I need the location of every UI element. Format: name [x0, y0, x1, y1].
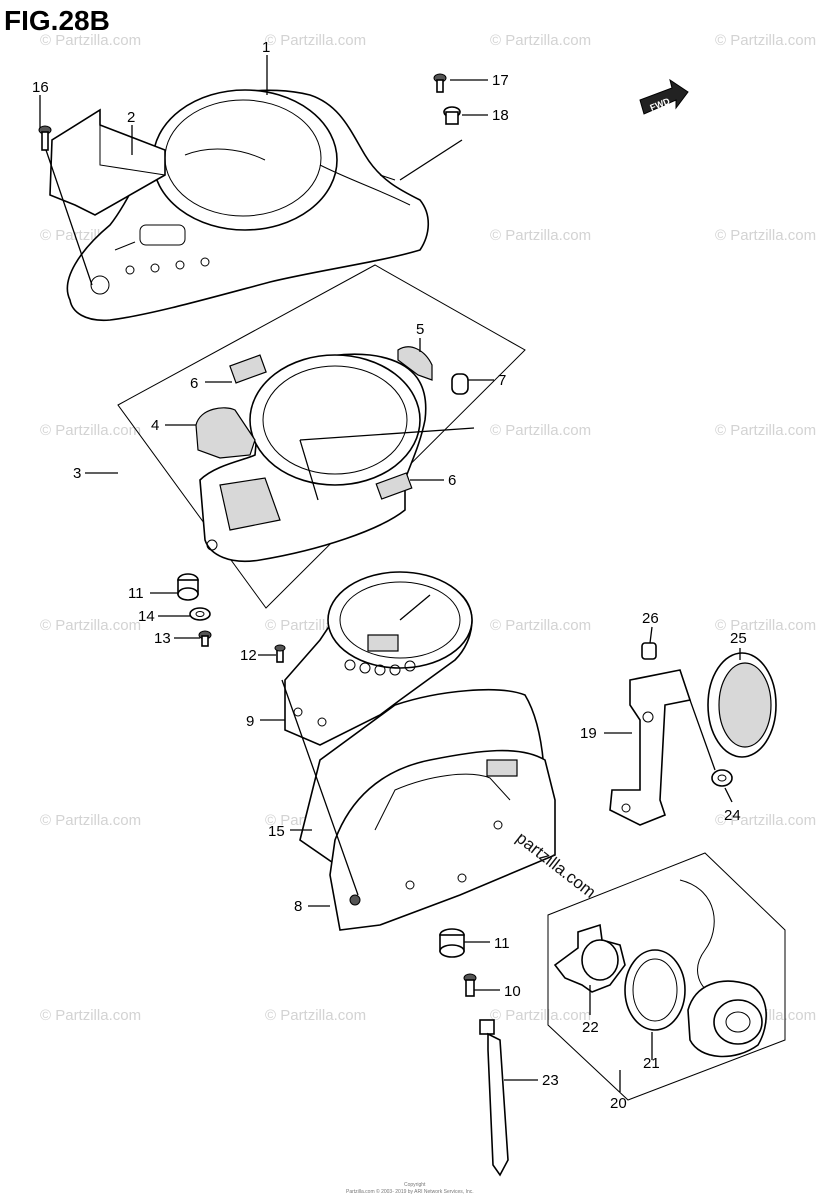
- callout-22: 22: [582, 1019, 599, 1036]
- part-21-seal: [624, 949, 686, 1031]
- part-5-clip: [397, 346, 433, 381]
- callout-13: 13: [154, 630, 171, 647]
- part-25-reflector: [707, 652, 777, 758]
- callouts: 1 2 3 4 5 6 6 7 8 9 10 11 11 12 13 14 15…: [32, 39, 747, 1112]
- callout-6b: 6: [448, 472, 456, 489]
- part-9-speedometer: [284, 571, 473, 746]
- part-26-nut: [641, 642, 657, 660]
- callout-7: 7: [498, 372, 506, 389]
- callout-6a: 6: [190, 375, 198, 392]
- part-19-bracket: [609, 669, 692, 826]
- part-18-collar: [443, 106, 461, 125]
- part-20-sensor: [679, 879, 767, 1058]
- leader-lines: [39, 55, 741, 1092]
- callout-14: 14: [138, 608, 155, 625]
- watermark: © Partzilla.com: [715, 227, 816, 244]
- callout-11b: 11: [494, 935, 510, 952]
- part-11-grommet-lower: [439, 928, 465, 958]
- assembly-box-20: [547, 852, 786, 1101]
- callout-16: 16: [32, 79, 49, 96]
- watermark: © Partzilla.com: [40, 1007, 141, 1024]
- copyright-line-2: Partzilla.com © 2003- 2019 by ARI Networ…: [346, 1188, 474, 1195]
- callout-9: 9: [246, 713, 254, 730]
- callout-21: 21: [643, 1055, 660, 1072]
- callout-23: 23: [542, 1072, 559, 1089]
- part-6-pad-b: [375, 472, 413, 500]
- part-24-clamp: [711, 769, 733, 787]
- part-23-cable-tie: [479, 1019, 509, 1177]
- watermark: © Partzilla.com: [490, 617, 591, 634]
- watermark: © Partzilla.com: [490, 227, 591, 244]
- callout-15: 15: [268, 823, 285, 840]
- callout-19: 19: [580, 725, 597, 742]
- callout-17: 17: [492, 72, 509, 89]
- part-13-screw: [198, 630, 212, 647]
- watermark: © Partzilla.com: [715, 32, 816, 49]
- callout-4: 4: [151, 417, 159, 434]
- part-7-plug: [451, 373, 469, 395]
- callout-26: 26: [642, 610, 659, 627]
- callout-11a: 11: [128, 585, 144, 602]
- callout-18: 18: [492, 107, 509, 124]
- part-16-screw: [38, 125, 52, 151]
- callout-20: 20: [610, 1095, 627, 1112]
- watermark: © Partzilla.com: [715, 812, 816, 829]
- part-14-washer: [189, 607, 211, 621]
- figure-title: FIG.28B: [4, 5, 110, 36]
- callout-10: 10: [504, 983, 521, 1000]
- watermark: © Partzilla.com: [490, 32, 591, 49]
- watermark: © Partzilla.com: [490, 422, 591, 439]
- watermark: © Partzilla.com: [40, 422, 141, 439]
- fwd-arrow-icon: FWD: [639, 78, 689, 115]
- watermark: © Partzilla.com: [265, 32, 366, 49]
- part-3-meter-case: [199, 353, 427, 563]
- callout-12: 12: [240, 647, 257, 664]
- part-6-pad-a: [229, 354, 267, 384]
- watermark: © Partzilla.com: [715, 617, 816, 634]
- copyright-line-1: Copyright: [404, 1182, 426, 1188]
- part-12-screw: [274, 644, 286, 663]
- callout-3: 3: [73, 465, 81, 482]
- watermark: © Partzilla.com: [490, 1007, 591, 1024]
- part-11-grommet-upper: [177, 573, 199, 601]
- part-2-bracket: [49, 108, 166, 216]
- part-22-drive: [553, 923, 626, 993]
- callout-8: 8: [294, 898, 302, 915]
- watermark: © Partzilla.com: [265, 1007, 366, 1024]
- callout-1: 1: [262, 39, 270, 56]
- watermark: © Partzilla.com: [40, 812, 141, 829]
- part-4-knob: [195, 407, 256, 459]
- watermark: © Partzilla.com: [40, 617, 141, 634]
- watermark: © Partzilla.com: [715, 422, 816, 439]
- callout-2: 2: [127, 109, 135, 126]
- part-17-screw: [433, 73, 447, 93]
- part-8-lower-case: [329, 749, 556, 931]
- callout-24: 24: [724, 807, 741, 824]
- part-10-screw: [463, 973, 477, 997]
- callout-5: 5: [416, 321, 424, 338]
- callout-25: 25: [730, 630, 747, 647]
- part-1-meter-cover: [66, 89, 430, 322]
- watermark: © Partzilla.com: [40, 32, 141, 49]
